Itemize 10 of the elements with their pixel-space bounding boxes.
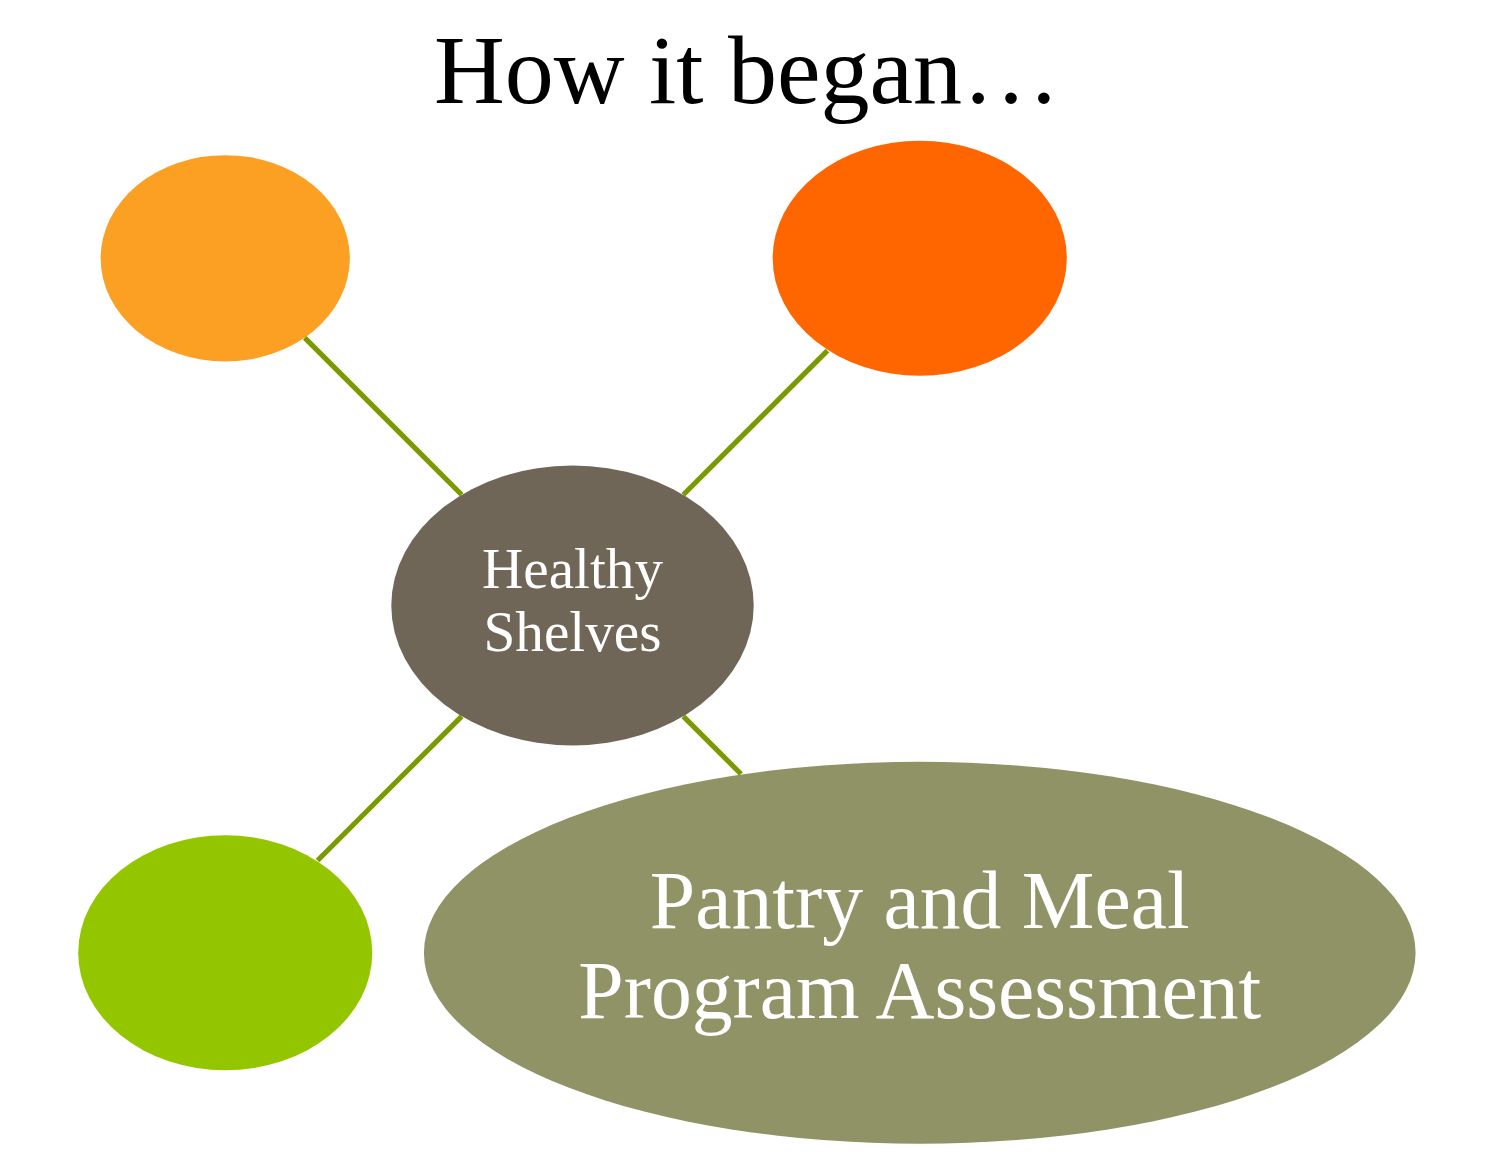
node-circle — [77, 835, 372, 1071]
diagram-title: How it began… — [433, 15, 1060, 124]
node-ellipse: Healthy Shelves — [390, 465, 754, 746]
node-ellipse: Pantry and Meal Program Assessment — [423, 761, 1416, 1144]
connector — [681, 714, 743, 776]
node-circle — [100, 155, 350, 362]
node-circle — [772, 140, 1067, 376]
connector — [302, 336, 463, 497]
connector — [315, 714, 463, 863]
connector — [681, 348, 829, 497]
